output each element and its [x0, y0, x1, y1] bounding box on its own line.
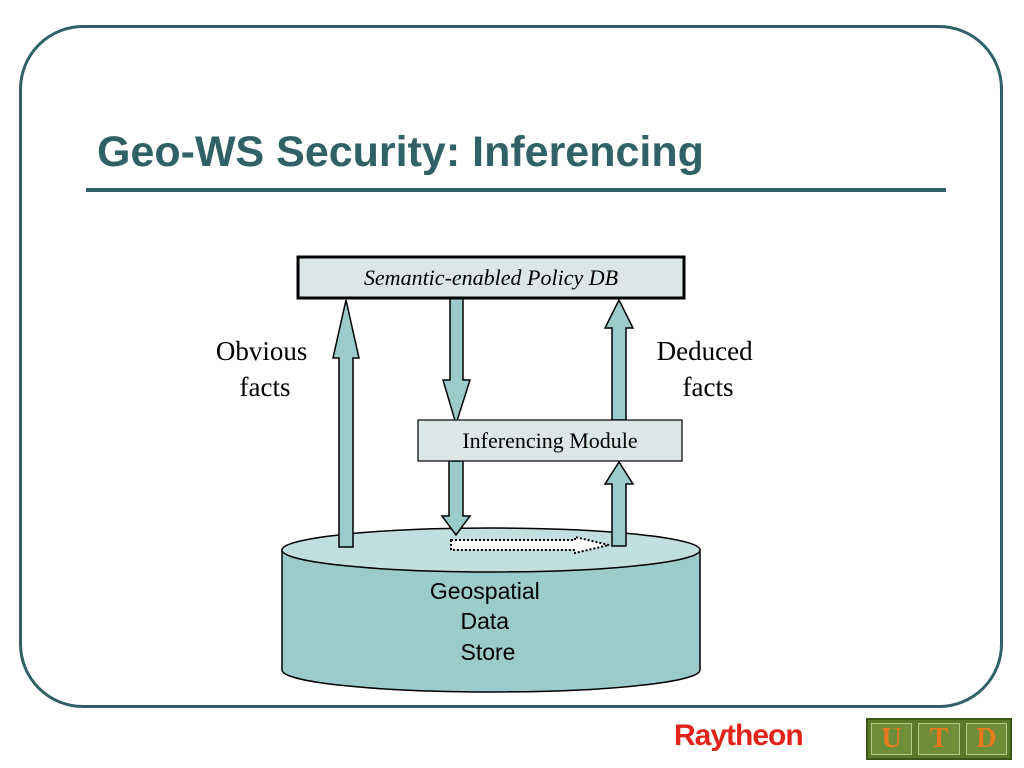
svg-text:Geospatial Data St: Geospatial Data Store: [430, 578, 546, 665]
store-to-module-arrow: [603, 460, 635, 547]
slide-frame: [19, 25, 1003, 708]
slide-title: Geo-WS Security: Inferencing: [97, 128, 704, 176]
obvious-label-line-2: facts: [240, 372, 291, 402]
title-underline: [86, 188, 946, 192]
deduced-label-line-2: facts: [683, 372, 734, 402]
store-label-line-2: Data: [461, 608, 510, 634]
deduced-label-line-1: Deduced: [657, 336, 753, 366]
obvious-facts-arrow: [332, 299, 360, 548]
deduced-facts-arrow: [603, 298, 635, 421]
inferencing-module-label: Inferencing Module: [462, 428, 637, 453]
policy-to-module-arrow: [441, 297, 472, 427]
obvious-label-line-1: Obvious: [216, 336, 308, 366]
svg-text:Obvious facts: Obvious facts: [216, 336, 314, 402]
geospatial-data-store: Geospatial Data Store: [281, 527, 701, 693]
inferred-flow-arrow: [450, 535, 610, 555]
utd-letter-u: U: [871, 723, 913, 755]
svg-text:Deduced facts: Deduced facts: [657, 336, 760, 402]
utd-logo: U T D: [866, 718, 1012, 760]
module-to-store-arrow: [440, 460, 472, 537]
store-label-line-3: Store: [461, 639, 516, 665]
utd-letter-t: T: [918, 723, 960, 755]
inferencing-module-box: Inferencing Module: [417, 419, 683, 462]
store-label-line-1: Geospatial: [430, 578, 540, 604]
policy-db-box: Semantic-enabled Policy DB: [296, 255, 686, 300]
policy-db-label: Semantic-enabled Policy DB: [364, 265, 618, 290]
utd-letter-d: D: [965, 723, 1007, 755]
raytheon-logo: Raytheon: [674, 719, 804, 752]
